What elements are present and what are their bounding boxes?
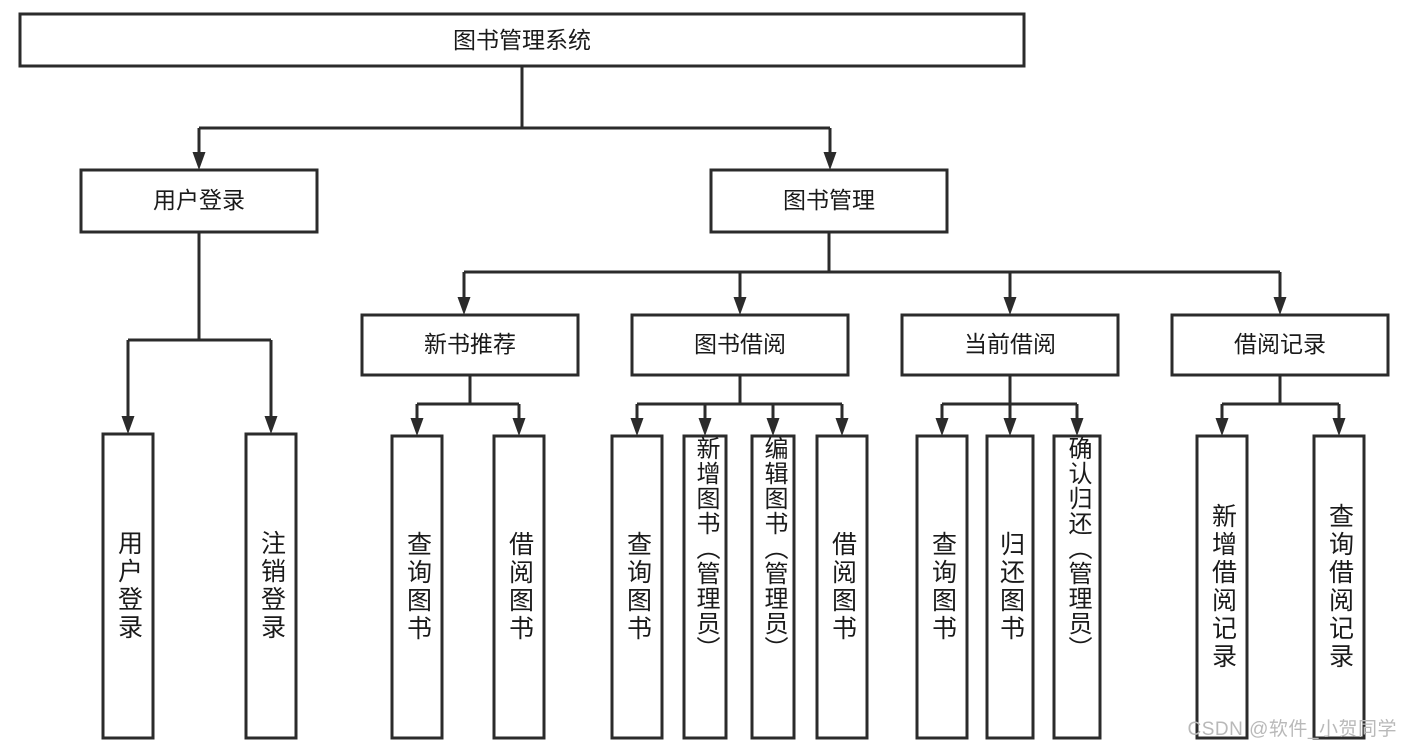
arrow-to-leaf-borrow-book-2: [835, 418, 849, 436]
leaf-box-edit-book[interactable]: [750, 434, 796, 740]
leaf-box-user-login[interactable]: [101, 432, 155, 740]
edge-group-recommend-to-leaves: [410, 375, 526, 436]
leaf-box-query-record[interactable]: [1312, 434, 1366, 740]
leaf-box-return-book[interactable]: [985, 434, 1035, 740]
edge-group-book-manage-to-level3: [457, 232, 1287, 315]
arrow-to-leaf-query-record: [1332, 418, 1346, 436]
leaf-box-logout[interactable]: [244, 432, 298, 740]
arrow-to-leaf-edit-book: [766, 418, 780, 436]
leaf-box-confirm-return[interactable]: [1052, 434, 1102, 740]
arrow-to-leaf-borrow-book-1: [512, 418, 526, 436]
leaf-box-borrow-book-2[interactable]: [815, 434, 869, 740]
node-book-borrow-label: 图书借阅: [694, 331, 786, 357]
arrow-to-borrow-record: [1273, 297, 1287, 315]
node-user-login-box[interactable]: [79, 168, 319, 234]
node-current-borrow-box[interactable]: [900, 313, 1120, 377]
node-book-manage-label: 图书管理: [783, 187, 875, 213]
node-root-box[interactable]: [18, 12, 1026, 68]
arrow-to-leaf-query-book-1: [410, 418, 424, 436]
edge-group-root-to-level2: [192, 66, 837, 170]
node-user-login[interactable]: 用户登录: [79, 168, 319, 234]
arrow-to-leaf-return-book: [1003, 418, 1017, 436]
node-current-borrow[interactable]: 当前借阅: [900, 313, 1120, 377]
leaf-box-add-book[interactable]: [682, 434, 728, 740]
arrow-to-leaf-add-book: [698, 418, 712, 436]
leaf-box-query-book-3[interactable]: [915, 434, 969, 740]
edge-group-borrow-to-leaves: [630, 375, 849, 436]
leaf-box-borrow-book-1[interactable]: [492, 434, 546, 740]
node-borrow-record-box[interactable]: [1170, 313, 1390, 377]
arrow-to-book-borrow: [733, 297, 747, 315]
arrow-to-user-login: [192, 152, 206, 170]
node-book-manage[interactable]: 图书管理: [709, 168, 949, 234]
arrow-to-leaf-query-book-2: [630, 418, 644, 436]
node-new-book-recommend[interactable]: 新书推荐: [360, 313, 580, 377]
node-book-borrow-box[interactable]: [630, 313, 850, 377]
csdn-watermark: CSDN @软件_小贺同学: [1187, 719, 1397, 740]
leaf-box-add-record[interactable]: [1195, 434, 1249, 740]
arrow-to-leaf-query-book-3: [935, 418, 949, 436]
leaf-box-query-book-2[interactable]: [610, 434, 664, 740]
arrow-to-leaf-confirm-return: [1070, 418, 1084, 436]
edge-group-record-to-leaves: [1215, 375, 1346, 436]
leaf-box-query-book-1[interactable]: [390, 434, 444, 740]
node-root[interactable]: 图书管理系统: [18, 12, 1026, 68]
node-root-label: 图书管理系统: [453, 27, 591, 53]
edge-group-user-login-to-leaves: [121, 232, 278, 434]
node-borrow-record-label: 借阅记录: [1234, 331, 1326, 357]
node-user-login-label: 用户登录: [153, 187, 245, 213]
node-borrow-record[interactable]: 借阅记录: [1170, 313, 1390, 377]
arrow-to-current-borrow: [1003, 297, 1017, 315]
node-current-borrow-label: 当前借阅: [964, 331, 1056, 357]
node-book-borrow[interactable]: 图书借阅: [630, 313, 850, 377]
arrow-to-leaf-add-record: [1215, 418, 1229, 436]
arrow-to-leaf-logout: [264, 416, 278, 434]
node-new-book-recommend-box[interactable]: [360, 313, 580, 377]
node-book-manage-box[interactable]: [709, 168, 949, 234]
arrow-to-book-manage: [823, 152, 837, 170]
arrow-to-new-book-recommend: [457, 297, 471, 315]
node-new-book-recommend-label: 新书推荐: [424, 331, 516, 357]
leaf-boxes-group: [101, 432, 1366, 740]
arrow-to-leaf-user-login: [121, 416, 135, 434]
edge-group-current-to-leaves: [935, 375, 1084, 436]
